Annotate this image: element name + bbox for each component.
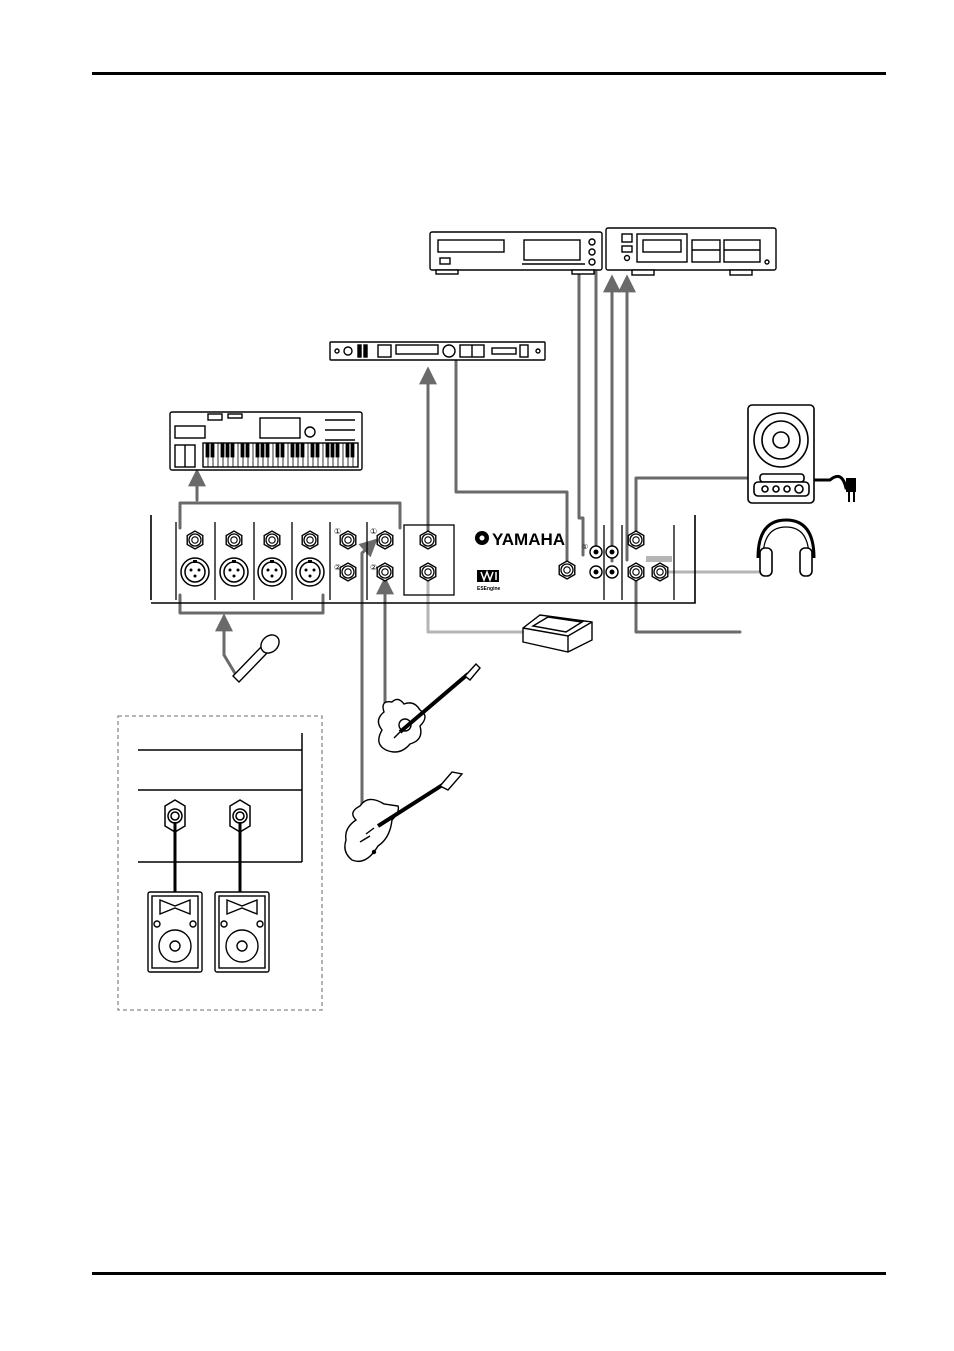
channel-6-jack-2 [377, 563, 393, 581]
cd-player-icon [430, 232, 602, 274]
rec-out-jack-left [606, 546, 618, 558]
power-amplifier-icon [138, 733, 302, 892]
channel-5-jack-1 [340, 531, 356, 549]
rec-out-jack-right [606, 566, 618, 578]
channel-2-mic-jack [220, 558, 248, 586]
channel-2-line-jack [226, 531, 242, 549]
pa-speaker-icon-right [215, 892, 269, 972]
badge-text: ESEngine [477, 586, 501, 592]
jack-number-1c: ① [582, 543, 588, 551]
jack-number-2b: ② [370, 563, 377, 572]
channel-4-mic-jack [296, 558, 324, 586]
channel-4-line-jack [302, 531, 318, 549]
jack-number-2a: ② [334, 563, 341, 572]
cable-power-amp [636, 572, 740, 632]
synthesizer-icon [170, 412, 362, 470]
yamaha-logo-text: YAMAHA [492, 530, 565, 549]
badge-logo: ESEngine [477, 570, 501, 592]
effect-send-jack [420, 531, 436, 549]
monitor-out-jack [628, 531, 644, 549]
cable-cd-left [579, 272, 583, 555]
channel-3-line-jack [264, 531, 280, 549]
phones-jack [652, 563, 668, 581]
pa-speaker-icon-left [148, 892, 202, 972]
jack-number-1b: ① [370, 527, 377, 536]
channel-6-jack-1 [377, 531, 393, 549]
foot-switch-icon [523, 615, 592, 652]
channel-3-mic-jack [258, 558, 286, 586]
channel-5-jack-2 [340, 563, 356, 581]
stereo-out-jack [628, 563, 644, 581]
microphone-icon [233, 631, 283, 682]
acoustic-guitar-icon [378, 664, 480, 752]
headphones-icon [758, 520, 814, 576]
power-amp-section [118, 716, 322, 1010]
foot-switch-jack [420, 563, 436, 581]
yamaha-logo: YAMAHA [475, 530, 565, 549]
jack-number-1a: ① [334, 527, 341, 536]
cd-input-jack-right [590, 566, 602, 578]
return-jack [559, 561, 575, 579]
cable-electric-guitar [362, 541, 375, 818]
cassette-deck-icon [606, 228, 776, 275]
channel-1-mic-jack [181, 558, 209, 586]
effect-processor-icon [330, 342, 545, 360]
cable-headphones [665, 560, 770, 572]
channel-1-line-jack [187, 531, 203, 549]
bracket-lower [180, 595, 323, 613]
cable-microphone [224, 617, 236, 675]
monitor-speaker-icon [748, 405, 856, 503]
cable-monitor [636, 478, 748, 533]
cd-input-jack-left [590, 546, 602, 558]
